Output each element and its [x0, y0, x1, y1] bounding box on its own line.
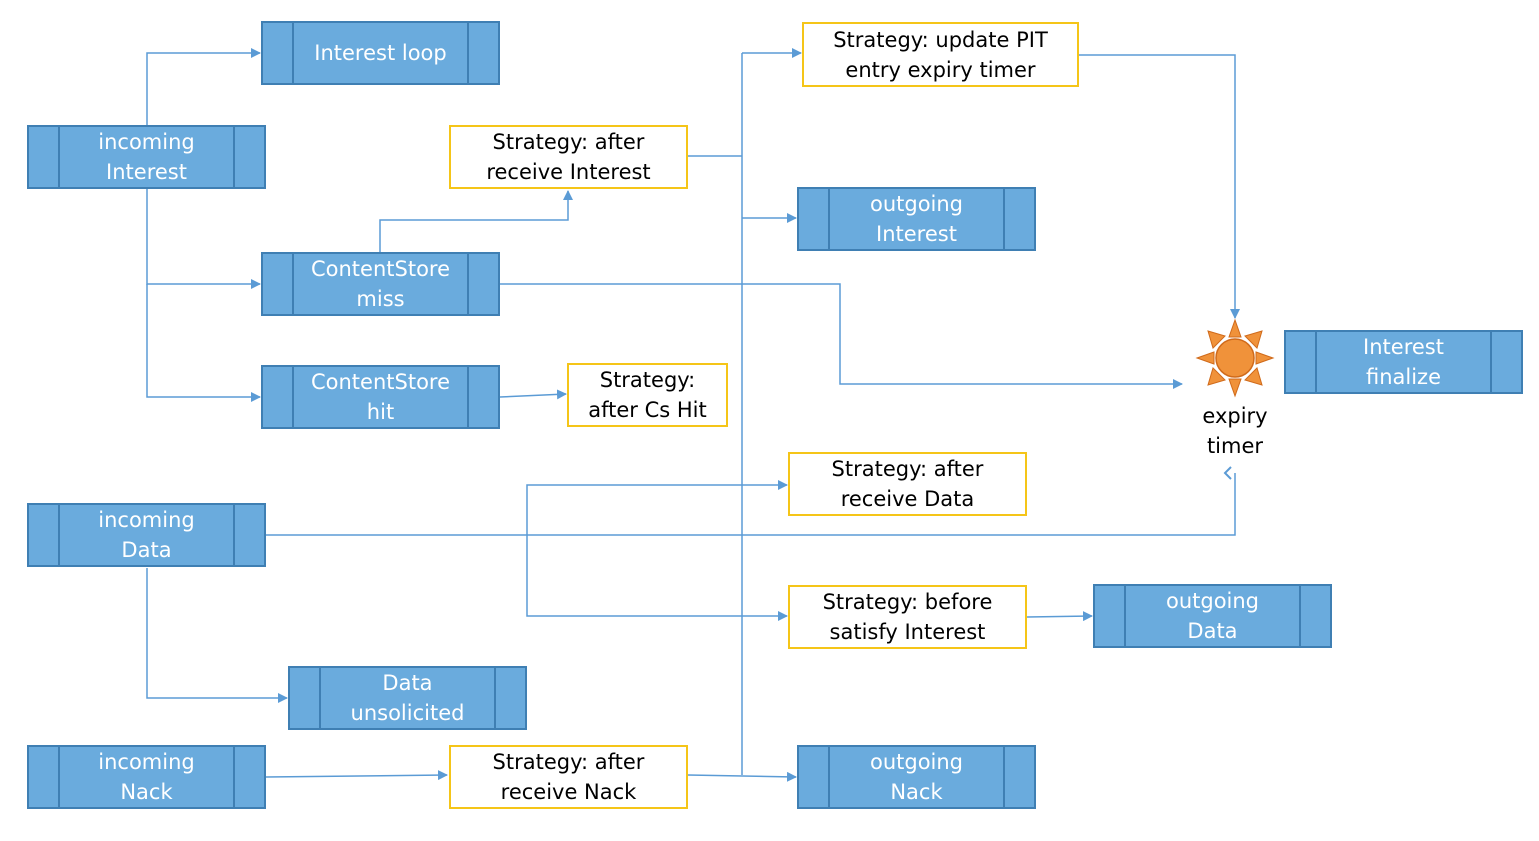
strategy-after-receive-interest: Strategy: after receive Interest — [449, 125, 688, 189]
strategy-update-pit-label: Strategy: update PIT entry expiry timer — [833, 27, 1048, 82]
sun-icon — [1195, 318, 1275, 398]
strategy-update-pit: Strategy: update PIT entry expiry timer — [802, 22, 1079, 87]
strategy-before-satisfy-interest-label: Strategy: before satisfy Interest — [822, 590, 993, 644]
arrow-incoming-data-to-after-receive-data — [526, 480, 788, 535]
pipeline-cs-hit: ContentStore hit — [261, 365, 500, 429]
arrow-incoming-data-to-expiry-timer — [266, 466, 1236, 536]
pipeline-incoming-interest-label: incoming Interest — [98, 130, 195, 184]
pipeline-outgoing-data-label: outgoing Data — [1165, 589, 1260, 643]
pipeline-outgoing-interest-label: outgoing Interest — [869, 192, 964, 246]
arrow-cs-miss-to-after-receive-interest — [379, 190, 573, 252]
strategy-after-cs-hit-label: Strategy: after Cs Hit — [588, 368, 707, 422]
pipeline-incoming-data-label: incoming Data — [98, 508, 195, 562]
arrow-incoming-interest-to-loop — [146, 48, 261, 125]
arrow-incoming-interest-to-cs-hit — [146, 284, 261, 402]
pipeline-cs-miss: ContentStore miss — [261, 252, 500, 316]
pipeline-interest-finalize: Interest finalize — [1284, 330, 1523, 394]
expiry-timer-label: expiry timer — [1202, 404, 1268, 458]
pipeline-outgoing-nack-label: outgoing Nack — [869, 750, 964, 804]
strategy-after-receive-data-label: Strategy: after receive Data — [831, 457, 984, 511]
pipeline-incoming-interest: incoming Interest — [27, 125, 266, 189]
pipeline-incoming-data: incoming Data — [27, 503, 266, 567]
arrow-incoming-data-to-unsolicited — [146, 568, 288, 703]
pipeline-incoming-nack-label: incoming Nack — [98, 750, 195, 804]
arrow-incoming-interest-to-cs-miss — [146, 189, 261, 289]
pipeline-data-unsolicited: Data unsolicited — [288, 666, 527, 730]
strategy-after-receive-data: Strategy: after receive Data — [788, 452, 1027, 516]
strategy-after-receive-nack: Strategy: after receive Nack — [449, 745, 688, 809]
strategy-after-cs-hit: Strategy: after Cs Hit — [567, 363, 728, 427]
pipeline-outgoing-interest: outgoing Interest — [797, 187, 1036, 251]
strategy-after-receive-nack-label: Strategy: after receive Nack — [492, 750, 645, 804]
pipeline-cs-miss-label: ContentStore miss — [310, 257, 451, 311]
pipeline-incoming-nack: incoming Nack — [27, 745, 266, 809]
arrow-incoming-data-to-before-satisfy — [526, 535, 788, 621]
arrow-incoming-nack-to-after-receive-nack — [265, 770, 448, 781]
arrow-before-satisfy-to-outgoing-data — [1026, 611, 1093, 622]
arrow-update-pit-to-expiry-timer — [1079, 54, 1240, 319]
pipeline-interest-loop-label: Interest loop — [314, 41, 447, 65]
arrow-after-receive-nack-to-outgoing-nack — [687, 771, 797, 782]
arrow-cs-hit-to-after-cs-hit — [499, 389, 567, 400]
strategy-after-receive-interest-label: Strategy: after receive Interest — [486, 130, 651, 184]
strategy-before-satisfy-interest: Strategy: before satisfy Interest — [788, 585, 1027, 649]
pipeline-interest-loop: Interest loop — [261, 21, 500, 85]
pipeline-interest-finalize-label: Interest finalize — [1363, 335, 1444, 389]
arrow-cs-miss-to-expiry-timer — [500, 283, 1183, 389]
pipeline-outgoing-nack: outgoing Nack — [797, 745, 1036, 809]
pipeline-cs-hit-label: ContentStore hit — [310, 370, 451, 424]
pipeline-outgoing-data: outgoing Data — [1093, 584, 1332, 648]
pipeline-data-unsolicited-label: Data unsolicited — [350, 671, 465, 725]
